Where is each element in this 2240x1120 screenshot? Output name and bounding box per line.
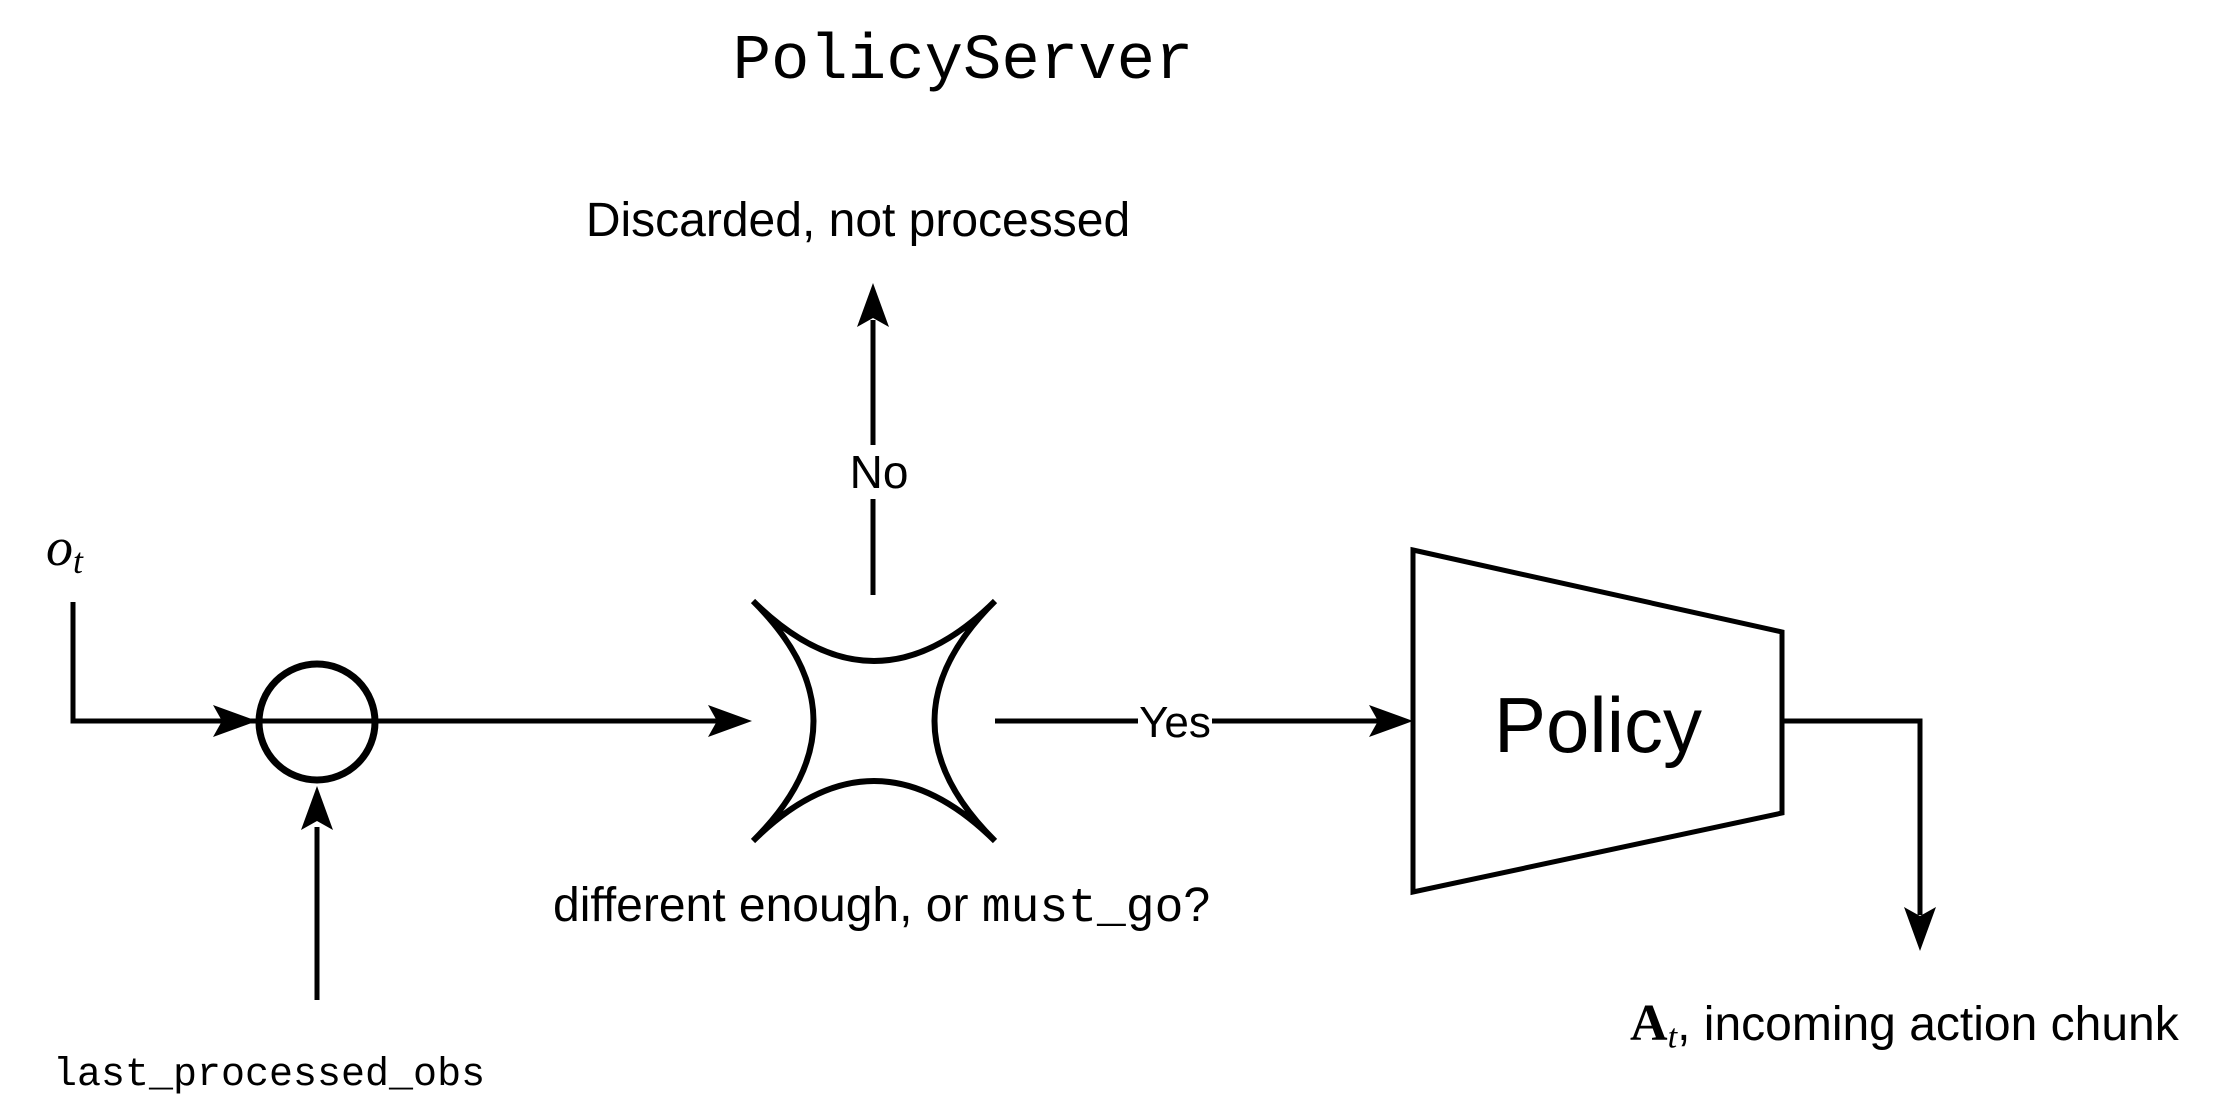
condition-text: different enough, or [553,879,982,932]
action-output-connector [1782,718,1923,915]
yes-label: Yes [1139,698,1211,747]
arrowhead-into-decision-icon [708,705,752,737]
observation-input-connector [70,602,718,724]
action-suffix-text: , incoming action chunk [1677,998,2179,1051]
comparison-junction-circle [255,660,379,784]
policy-label: Policy [1493,681,1703,769]
action-symbol: A [1630,995,1668,1052]
discarded-label: Discarded, not processed [585,194,1131,247]
decision-star-shape [750,598,998,844]
arrowhead-into-junction-bottom-icon [301,786,333,830]
condition-question-mark: ? [1183,879,1211,932]
policy-trapezoid-shape [1410,546,1785,896]
decision-condition-label: different enough, or must_go? [553,879,1211,936]
observation-subscript: t [73,540,83,581]
arrowhead-discarded-icon [857,283,889,327]
last-processed-label: last_processed_obs [53,1053,486,1098]
condition-code: must_go [981,882,1184,936]
observation-symbol: o [46,517,73,577]
page-title: PolicyServer [732,26,1194,98]
arrowhead-into-junction-icon [213,705,257,737]
arrowhead-action-output-icon [1904,907,1936,951]
arrowhead-into-policy-icon [1369,705,1413,737]
observation-label: ot [46,520,83,579]
action-subscript: t [1667,1017,1678,1056]
action-chunk-label: At, incoming action chunk [1630,997,2179,1054]
no-label: No [849,446,909,498]
